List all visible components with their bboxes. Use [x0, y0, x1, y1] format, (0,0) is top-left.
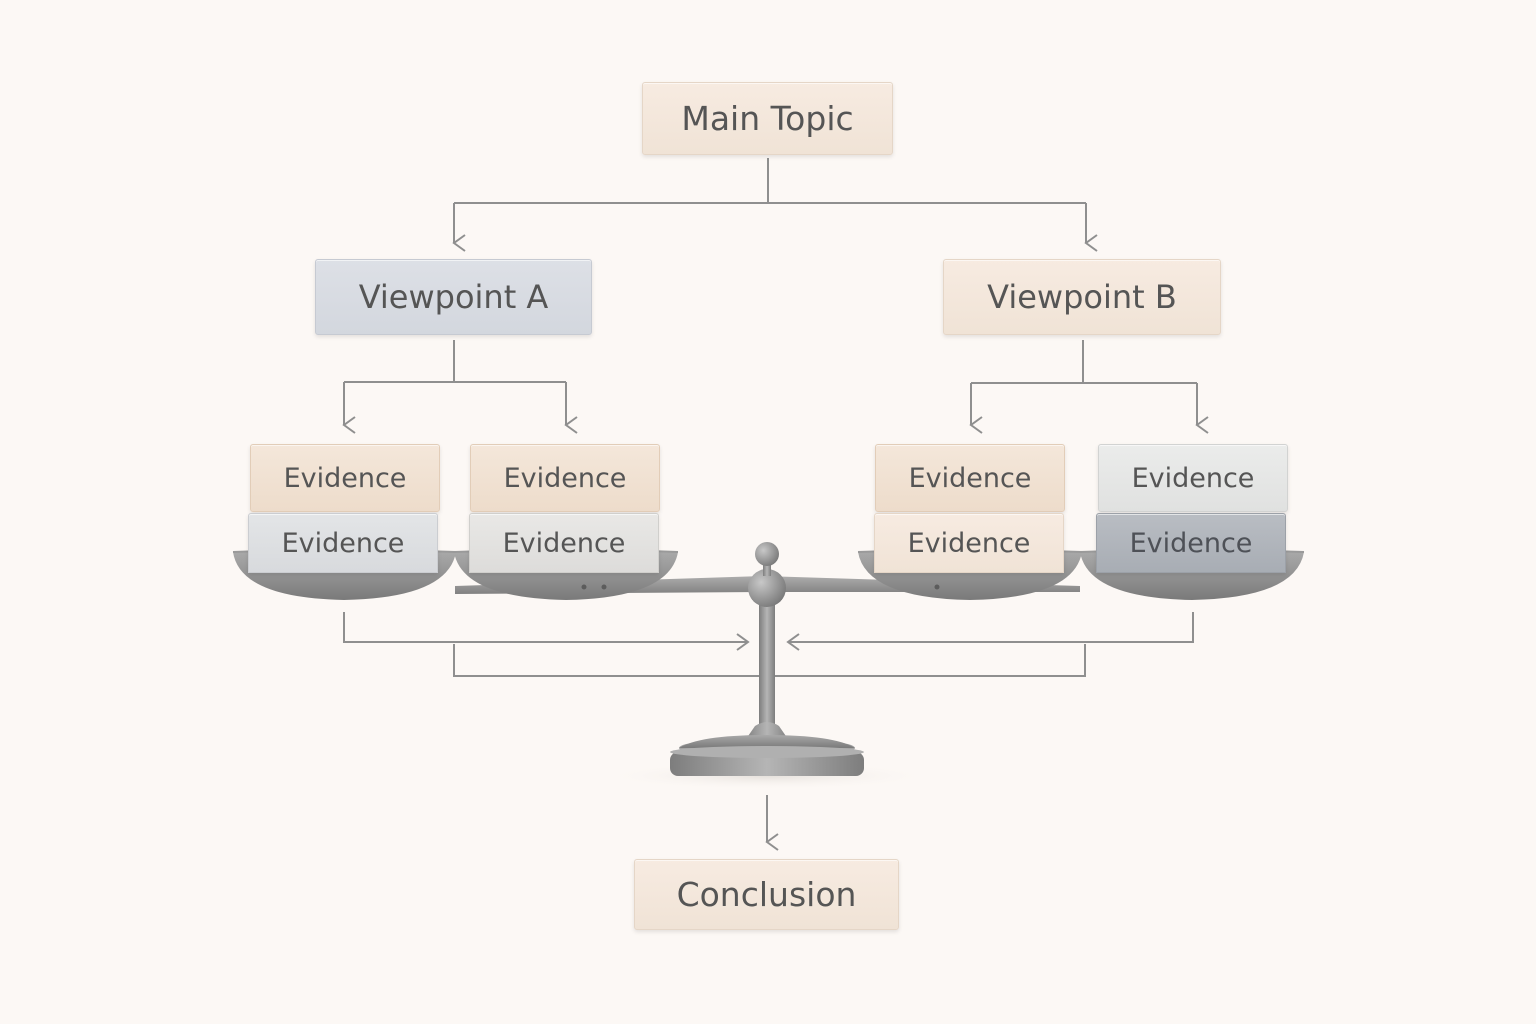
scale-finial [755, 542, 779, 566]
evidence-b2-top: Evidence [1098, 444, 1288, 512]
conclusion-label: Conclusion [676, 875, 857, 914]
evidence-label: Evidence [283, 462, 407, 494]
viewpoint-b-box: Viewpoint B [943, 259, 1221, 335]
evidence-a2-top: Evidence [470, 444, 660, 512]
viewpoint-a-label: Viewpoint A [358, 278, 549, 316]
evidence-b1-bottom: Evidence [874, 513, 1064, 573]
evidence-label: Evidence [281, 527, 405, 559]
scale-column [759, 600, 775, 728]
evidence-b2-bottom: Evidence [1096, 513, 1286, 573]
viewpoint-b-connectors [969, 340, 1209, 434]
scale-base [670, 752, 864, 776]
top-connectors [452, 158, 1098, 252]
evidence-b1-top: Evidence [875, 444, 1065, 512]
conclusion-box: Conclusion [634, 859, 899, 930]
viewpoint-a-box: Viewpoint A [315, 259, 592, 335]
evidence-label: Evidence [907, 527, 1031, 559]
evidence-label: Evidence [908, 462, 1032, 494]
evidence-a1-top: Evidence [250, 444, 440, 512]
evidence-label: Evidence [503, 462, 627, 494]
viewpoint-a-connectors [342, 340, 578, 434]
main-topic-box: Main Topic [642, 82, 893, 155]
evidence-label: Evidence [502, 527, 626, 559]
main-topic-label: Main Topic [681, 99, 854, 138]
evidence-label: Evidence [1129, 527, 1253, 559]
evidence-a2-bottom: Evidence [469, 513, 659, 573]
evidence-a1-bottom: Evidence [248, 513, 438, 573]
viewpoint-b-label: Viewpoint B [987, 278, 1177, 316]
evidence-label: Evidence [1131, 462, 1255, 494]
scale-pivot [748, 569, 786, 607]
